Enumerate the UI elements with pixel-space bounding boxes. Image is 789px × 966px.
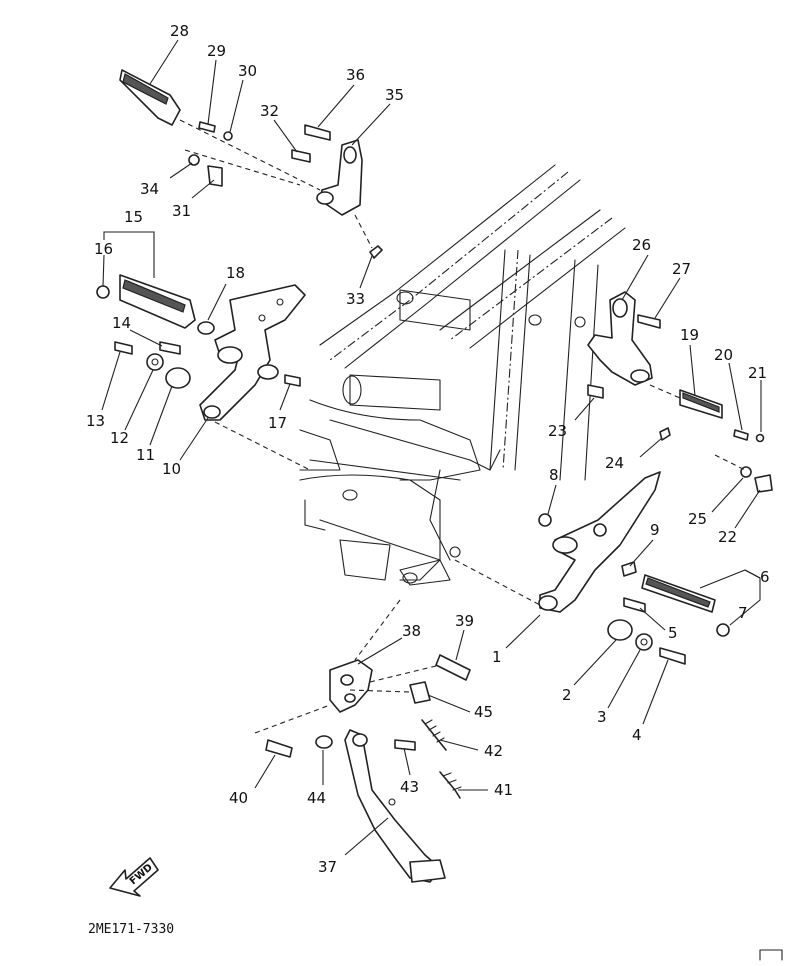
drawing-code: 2ME171-7330 [88, 922, 174, 937]
callout-8: 8 [549, 466, 559, 484]
callout-17: 17 [268, 414, 287, 432]
callout-37: 37 [318, 858, 337, 876]
forward-arrow-icon: FWD [109, 857, 159, 897]
callout-31: 31 [172, 202, 191, 220]
callout-12: 12 [110, 429, 129, 447]
callout-numbers: 1 2 3 4 5 6 7 8 9 10 11 12 13 14 15 16 1… [86, 22, 770, 876]
callout-4: 4 [632, 726, 642, 744]
callout-32: 32 [260, 102, 279, 120]
callout-23: 23 [548, 422, 567, 440]
motorcycle-frame [299, 164, 626, 586]
sidestand-assembly [254, 599, 471, 883]
callout-43: 43 [400, 778, 419, 796]
callout-39: 39 [455, 612, 474, 630]
callout-14: 14 [112, 314, 131, 332]
callout-16: 16 [94, 240, 113, 258]
callout-22: 22 [718, 528, 737, 546]
callout-25: 25 [688, 510, 707, 528]
callout-44: 44 [307, 789, 326, 807]
callout-10: 10 [162, 460, 181, 478]
callout-2: 2 [562, 686, 572, 704]
callout-9: 9 [650, 521, 660, 539]
callout-40: 40 [229, 789, 248, 807]
callout-3: 3 [597, 708, 607, 726]
callout-18: 18 [226, 264, 245, 282]
leader-lines [101, 39, 762, 856]
callout-28: 28 [170, 22, 189, 40]
callout-20: 20 [714, 346, 733, 364]
left-footrest-assembly [96, 274, 311, 471]
callout-6: 6 [760, 568, 770, 586]
callout-5: 5 [668, 624, 678, 642]
callout-30: 30 [238, 62, 257, 80]
callout-15: 15 [124, 208, 143, 226]
callout-27: 27 [672, 260, 691, 278]
callout-41: 41 [494, 781, 513, 799]
callout-42: 42 [484, 742, 503, 760]
callout-13: 13 [86, 412, 105, 430]
upper-footrest-assembly [119, 69, 383, 259]
right-front-footrest-assembly [454, 471, 730, 665]
callout-19: 19 [680, 326, 699, 344]
callout-38: 38 [402, 622, 421, 640]
callout-7: 7 [738, 604, 748, 622]
callout-34: 34 [140, 180, 159, 198]
callout-45: 45 [474, 703, 493, 721]
corner-mark [759, 949, 783, 961]
callout-36: 36 [346, 66, 365, 84]
callout-11: 11 [136, 446, 155, 464]
callout-33: 33 [346, 290, 365, 308]
right-rear-footrest-assembly [587, 291, 773, 493]
callout-21: 21 [748, 364, 767, 382]
callout-26: 26 [632, 236, 651, 254]
callout-35: 35 [385, 86, 404, 104]
callout-29: 29 [207, 42, 226, 60]
callout-24: 24 [605, 454, 624, 472]
callout-1: 1 [492, 648, 502, 666]
